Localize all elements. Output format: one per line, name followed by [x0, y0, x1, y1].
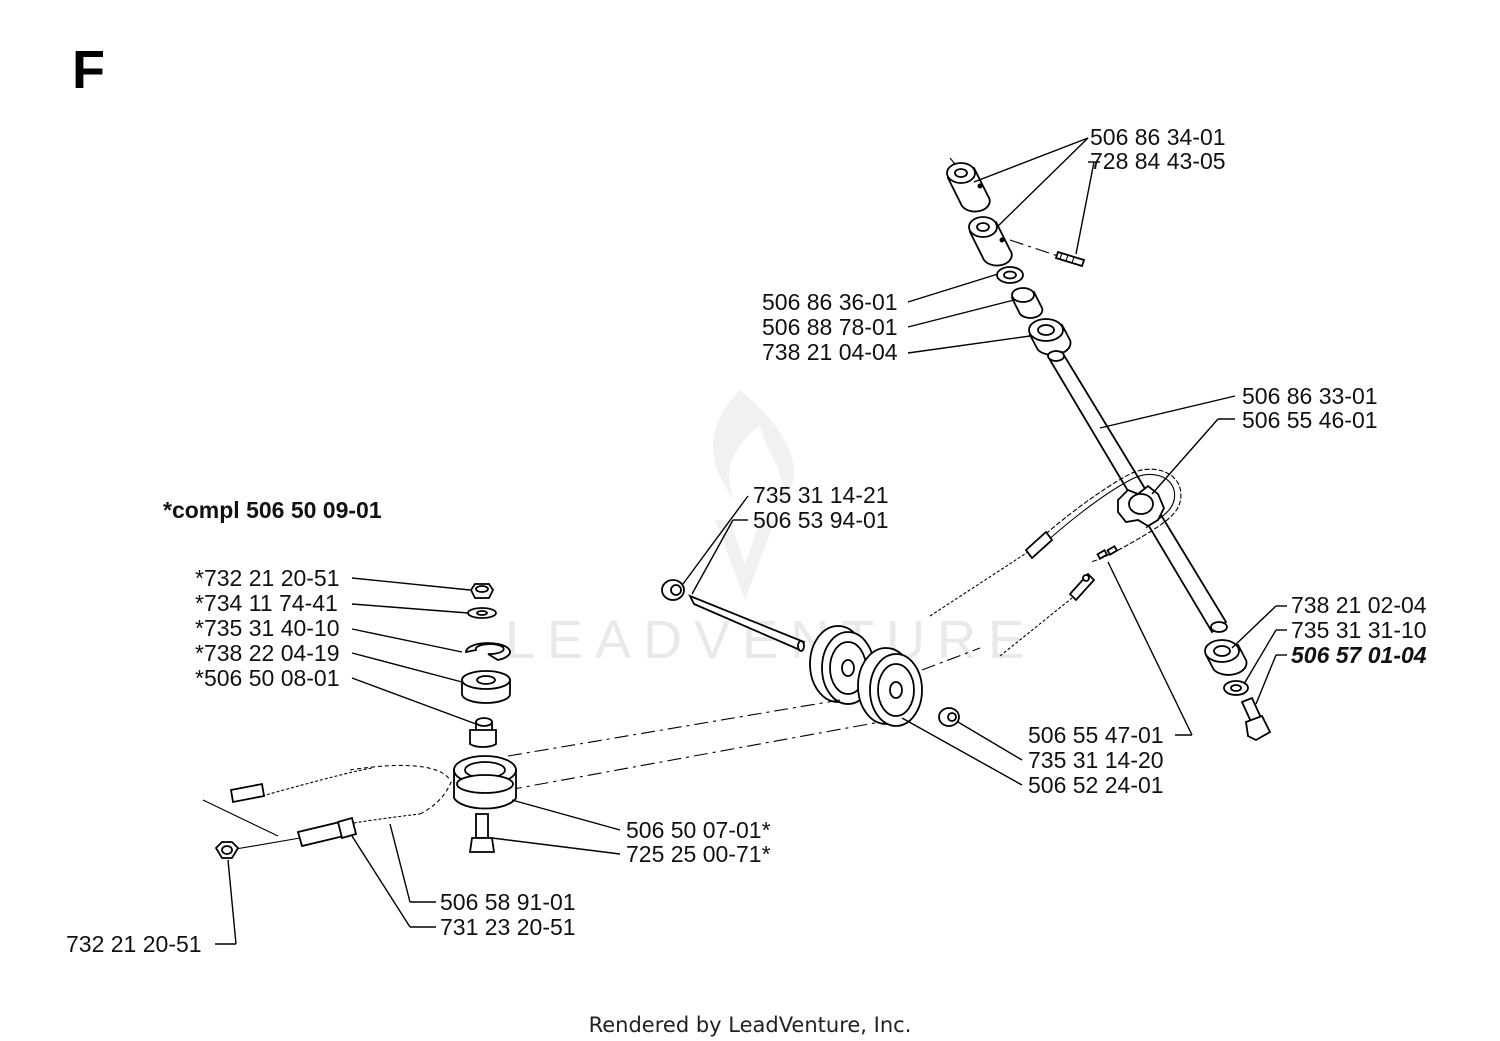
- part-label-506-86-33-01: 506 86 33-01: [1242, 383, 1378, 409]
- part-label-735-31-31-10: 735 31 31-10: [1291, 617, 1427, 643]
- part-label-506-53-94-01: 506 53 94-01: [753, 507, 889, 533]
- part-label-728-84-43-05: 728 84 43-05: [1090, 148, 1226, 174]
- part-label-506-86-34-01: 506 86 34-01: [1090, 124, 1226, 150]
- part-label-735-31-14-21: 735 31 14-21: [753, 482, 889, 508]
- part-label-506-50-08-01: *506 50 08-01: [195, 665, 340, 691]
- assembly-note: *compl 506 50 09-01: [163, 497, 382, 523]
- part-label-738-21-04-04: 738 21 04-04: [762, 339, 898, 365]
- part-label-732-21-20-51-star: *732 21 20-51: [195, 565, 340, 591]
- part-label-506-50-07-01: 506 50 07-01*: [626, 817, 771, 843]
- section-letter: F: [72, 40, 105, 100]
- idler-pulley-drawing: [507, 579, 981, 791]
- part-label-731-23-20-51: 731 23 20-51: [440, 914, 576, 940]
- part-label-735-31-14-20: 735 31 14-20: [1028, 747, 1164, 773]
- part-label-738-21-02-04: 738 21 02-04: [1291, 592, 1427, 618]
- part-label-506-57-01-04: 506 57 01-04: [1291, 642, 1427, 668]
- part-label-506-58-91-01: 506 58 91-01: [440, 889, 576, 915]
- part-label-725-25-00-71: 725 25 00-71*: [626, 841, 771, 867]
- leader-lines: [215, 137, 1287, 945]
- watermark-text: LEADVENTURE: [505, 610, 1036, 670]
- drive-pulley-drawing: [202, 583, 517, 859]
- part-label-506-88-78-01: 506 88 78-01: [762, 314, 898, 340]
- part-label-734-11-74-41: *734 11 74-41: [195, 590, 338, 616]
- part-label-506-55-47-01: 506 55 47-01: [1028, 722, 1164, 748]
- part-label-506-86-36-01: 506 86 36-01: [762, 289, 898, 315]
- shaft-assembly-drawing: [929, 157, 1272, 742]
- part-label-738-22-04-19: *738 22 04-19: [195, 640, 340, 666]
- part-label-735-31-40-10: *735 31 40-10: [195, 615, 340, 641]
- watermark-logo: [713, 390, 795, 600]
- part-label-732-21-20-51: 732 21 20-51: [66, 931, 202, 957]
- footer-credit: Rendered by LeadVenture, Inc.: [589, 1013, 912, 1037]
- part-label-506-52-24-01: 506 52 24-01: [1028, 772, 1164, 798]
- part-label-506-55-46-01: 506 55 46-01: [1242, 407, 1378, 433]
